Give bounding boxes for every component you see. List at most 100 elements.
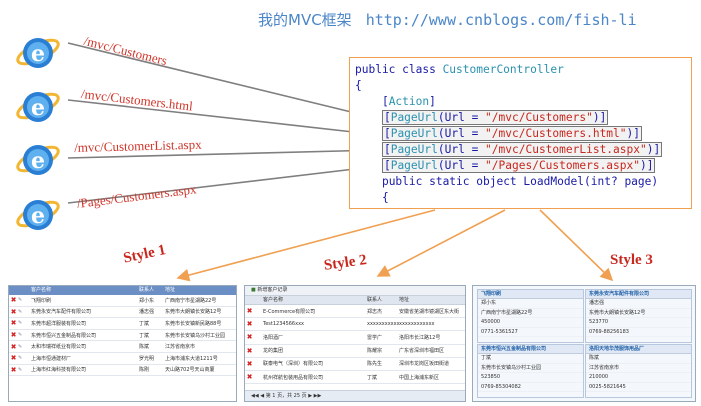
style1-col-address: 地址	[165, 287, 176, 293]
style3-card-line: 陈斌	[586, 354, 691, 364]
delete-icon[interactable]: ✖	[10, 354, 17, 363]
delete-icon[interactable]: ✖	[246, 359, 253, 368]
style2-col-name: 客户名称	[263, 297, 284, 303]
svg-text:e: e	[31, 203, 45, 229]
delete-icon[interactable]: ✖	[10, 365, 17, 374]
edit-icon[interactable]: ✎	[18, 308, 23, 315]
edit-icon[interactable]: ✎	[18, 297, 23, 304]
code-url-param: Url	[444, 159, 465, 172]
style1-cell-address: 上海市浦东大道1211号	[165, 355, 218, 362]
style2-cell-address: 安徽省芜湖市镜湖区东大街	[399, 308, 460, 315]
ie-browser-icon: e	[14, 137, 62, 183]
style2-cell-contact: xxxxxxxxxxx	[367, 321, 399, 328]
code-url-param: Url	[444, 143, 465, 156]
style-arrow-2	[376, 209, 506, 277]
style1-cell-name: 上海市恒通建材厂	[31, 355, 72, 362]
style1-cell-contact: 丁斌	[139, 332, 150, 339]
edit-icon[interactable]: ✎	[18, 366, 23, 373]
style1-cell-name: 太和市瑞祥纸业有限公司	[31, 344, 87, 351]
edit-icon[interactable]: ✎	[18, 343, 23, 350]
style3-card-line: 潘志强	[586, 299, 691, 309]
style2-pager-text: 第 1 页，共 25 页	[265, 393, 307, 399]
delete-icon[interactable]: ✖	[10, 342, 17, 351]
style3-card-line: 210000	[586, 373, 691, 383]
style2-thumbnail: ■ 新增客户记录 客户名称 联系人 地址 ✖E-Commerce有限公司郑志杰安…	[244, 285, 466, 402]
style-arrow-1	[176, 209, 436, 282]
style2-cell-contact: 丁斌	[367, 374, 378, 381]
delete-icon[interactable]: ✖	[246, 307, 253, 316]
style1-table-row: ✖✎东莞市恒兴五金制品有限公司丁斌东莞市长安镇乌沙村工业园	[9, 330, 236, 342]
style1-table-row: ✖✎东莞市超洋服装有限公司丁斌东莞市长安镇新民路88号	[9, 318, 236, 330]
style3-card-line: 郑小东	[478, 299, 583, 309]
style1-cell-contact: 罗光明	[139, 355, 155, 362]
route-label-3: /mvc/CustomerList.aspx	[74, 136, 202, 155]
delete-icon[interactable]: ✖	[10, 331, 17, 340]
edit-icon[interactable]: ✎	[18, 355, 23, 362]
style2-table-row: ✖洛阳酒厂雷学广洛阳市长江路12号	[245, 331, 465, 345]
delete-icon[interactable]: ✖	[246, 346, 253, 355]
style2-table-row: ✖ 杭州祥航包装用品有限公司 丁斌 中国上海浦东新区	[245, 371, 465, 385]
ie-browser-icon: e	[14, 84, 62, 130]
style3-card-line: 0769-88256183	[586, 328, 691, 337]
style1-cell-contact: 陈斌	[139, 344, 150, 351]
style1-cell-contact: 潘志强	[139, 309, 155, 316]
code-inner-brace: {	[355, 190, 691, 206]
delete-icon[interactable]: ✖	[10, 296, 17, 305]
code-route-3: /mvc/CustomerList.aspx	[491, 143, 640, 156]
style1-cell-name: 上海市红海科技有限公司	[31, 367, 87, 374]
style1-cell-contact: 陈刚	[139, 367, 150, 374]
style-label-3: Style 3	[610, 252, 653, 268]
style2-col-contact: 联系人	[367, 297, 383, 303]
style2-cell-contact: 郑志杰	[367, 308, 383, 315]
delete-icon[interactable]: ✖	[10, 319, 17, 328]
style2-toolbar-label: 新增客户记录	[257, 287, 288, 293]
style2-cell-address: xxxxxxxxxxxx	[399, 321, 435, 328]
delete-icon[interactable]: ✖	[246, 320, 253, 329]
edit-icon[interactable]: ✎	[18, 332, 23, 339]
code-method-line: public static object LoadModel(int? page…	[355, 174, 691, 190]
style1-cell-name: 东莞永安汽车配件有限公司	[31, 309, 92, 316]
style1-col-contact: 联系人	[139, 287, 155, 293]
code-class-line: public class CustomerController	[355, 62, 691, 78]
code-open-brace: {	[355, 79, 362, 92]
style3-card-title: 东莞市恒兴五金制品有限公司	[478, 345, 583, 354]
style2-cell-address: 中国上海浦东新区	[399, 374, 440, 381]
style2-pager[interactable]: ◀◀ ◀ 第 1 页，共 25 页 ▶ ▶▶	[245, 390, 465, 401]
style1-cell-contact: 丁斌	[139, 320, 150, 327]
delete-icon[interactable]: ✖	[246, 333, 253, 342]
code-url-param: Url	[444, 111, 465, 124]
style3-card-line: 450000	[478, 318, 583, 328]
svg-text:e: e	[31, 95, 45, 121]
style3-card-line: 0769-85304082	[478, 383, 583, 392]
delete-icon[interactable]: ✖	[246, 373, 253, 382]
style2-cell-name: Test1234566xxx	[263, 321, 304, 328]
style1-cell-address: 东莞市长安镇乌沙村工业园	[165, 332, 226, 339]
delete-icon[interactable]: ✖	[10, 307, 17, 316]
code-pageurl-attr: PageUrl	[390, 159, 438, 172]
style1-cell-address: 东莞市大朗镇长安路12号	[165, 309, 222, 316]
edit-icon[interactable]: ✎	[18, 320, 23, 327]
style-arrow-3	[539, 209, 614, 282]
style3-card-line: 0025-5821645	[586, 383, 691, 392]
code-method-name: LoadModel	[523, 175, 585, 188]
svg-text:e: e	[31, 41, 45, 67]
style3-card-title: 东莞永安汽车配件有限公司	[586, 290, 691, 299]
code-url-param: Url	[444, 127, 465, 140]
ie-browser-icon: e	[14, 30, 62, 76]
code-route-4: /Pages/Customers.aspx	[491, 159, 634, 172]
code-pageurl-line-4: [PageUrl(Url = "/Pages/Customers.aspx")]	[381, 158, 656, 173]
style2-cell-address: 深圳市龙岗区坂田街道	[399, 361, 450, 368]
style2-cell-name: 龙的集团	[263, 348, 284, 355]
header-title: 我的MVC框架	[258, 11, 352, 29]
code-pageurl-line-1: [PageUrl(Url = "/mvc/Customers")]	[381, 110, 609, 125]
code-method-keywords: public static object	[381, 175, 524, 188]
style1-thumbnail: 客户名称 联系人 地址 ✖✎飞翔印刷郑小东广西南宁市星湖路22号✖✎东莞永安汽车…	[8, 285, 237, 402]
style2-cell-name: 杭州祥航包装用品有限公司	[263, 374, 324, 381]
route-arrow-2	[67, 99, 382, 141]
route-arrow-3	[67, 143, 382, 159]
style3-card-line: 江苏省南京市	[586, 364, 691, 373]
